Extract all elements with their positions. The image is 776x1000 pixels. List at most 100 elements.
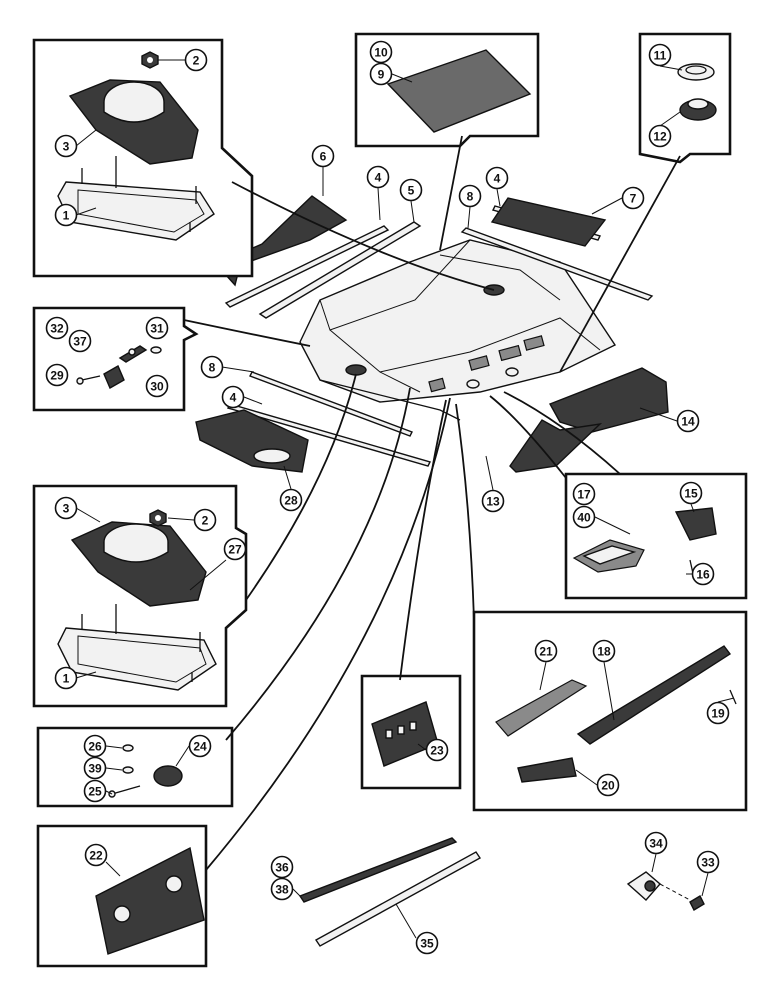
callout-number: 8 — [209, 361, 216, 375]
callout-28: 28 — [279, 488, 303, 512]
callout-number: 20 — [601, 779, 615, 793]
callout-number: 23 — [430, 744, 444, 758]
callout-38: 38 — [270, 877, 294, 901]
socket-15 — [674, 507, 717, 541]
insulation-28 — [195, 409, 309, 473]
callout-number: 8 — [467, 190, 474, 204]
insulation-14 — [509, 367, 669, 473]
speaker-grille-1-lower — [57, 627, 217, 691]
callout-8: 8 — [200, 355, 224, 379]
callout-number: 24 — [193, 740, 207, 754]
callout-number: 34 — [649, 837, 663, 851]
callout-number: 38 — [275, 883, 289, 897]
callout-number: 19 — [711, 707, 725, 721]
strip-4-upper-left — [224, 225, 390, 308]
strip-8-upper — [460, 227, 654, 301]
strip-5 — [258, 221, 422, 319]
callout-number: 25 — [88, 785, 102, 799]
cap-24 — [153, 765, 183, 787]
upper-trim-strips — [214, 195, 654, 319]
callout-6: 6 — [311, 144, 335, 168]
callout-3: 3 — [54, 496, 78, 520]
callout-25: 25 — [83, 779, 107, 803]
callout-number: 27 — [228, 543, 242, 557]
plate-22 — [95, 846, 205, 955]
bezel-18 — [576, 645, 732, 745]
callout-32: 32 — [45, 316, 69, 340]
trim-21 — [495, 679, 588, 737]
callout-number: 12 — [653, 130, 667, 144]
callout-26: 26 — [83, 734, 107, 758]
callout-number: 22 — [89, 849, 103, 863]
callout-number: 11 — [654, 49, 667, 63]
screw-33 — [689, 895, 705, 911]
callout-number: 3 — [63, 140, 70, 154]
callout-number: 2 — [202, 514, 209, 528]
callout-number: 16 — [696, 568, 710, 582]
panel-insulation-pad — [354, 32, 540, 148]
panel-switch — [360, 674, 462, 790]
callout-4: 4 — [221, 385, 245, 409]
callout-21: 21 — [534, 639, 558, 663]
callout-ticks — [75, 59, 735, 939]
callout-29: 29 — [45, 363, 69, 387]
callout-40: 40 — [572, 505, 596, 529]
callout-16: 16 — [691, 562, 715, 586]
callout-number: 4 — [494, 172, 501, 186]
panel-plate — [36, 824, 208, 968]
lens-20 — [517, 757, 577, 783]
callout-number: 2 — [193, 54, 200, 68]
callout-20: 20 — [596, 773, 620, 797]
callout-number: 6 — [320, 150, 327, 164]
callout-9: 9 — [369, 62, 393, 86]
callout-22: 22 — [84, 843, 108, 867]
speaker-opening-left — [345, 364, 367, 376]
callout-14: 14 — [676, 409, 700, 433]
panel-speaker-lower — [32, 484, 248, 708]
callout-33: 33 — [696, 850, 720, 874]
seal-strips — [298, 837, 482, 947]
callout-7: 7 — [621, 186, 645, 210]
callout-11: 11 — [648, 43, 672, 67]
callout-2: 2 — [184, 48, 208, 72]
callout-4: 4 — [485, 166, 509, 190]
callout-8: 8 — [458, 184, 482, 208]
callout-39: 39 — [83, 756, 107, 780]
callout-number: 1 — [63, 209, 70, 223]
callout-37: 37 — [68, 329, 92, 353]
callout-number: 37 — [73, 335, 87, 349]
callout-10: 10 — [369, 40, 393, 64]
seal-36 — [298, 837, 458, 903]
callout-number: 36 — [275, 861, 289, 875]
callout-number: 30 — [150, 380, 164, 394]
callout-23: 23 — [425, 738, 449, 762]
roof-headliner-assembly — [299, 239, 617, 421]
callout-number: 4 — [375, 171, 382, 185]
panel-speaker-upper — [32, 38, 254, 278]
callout-18: 18 — [592, 639, 616, 663]
callout-number: 40 — [577, 511, 591, 525]
hinge-hardware — [626, 871, 705, 911]
callout-number: 17 — [577, 488, 591, 502]
callout-number: 14 — [681, 415, 695, 429]
callout-1: 1 — [54, 203, 78, 227]
callout-number: 39 — [88, 762, 102, 776]
callout-number: 32 — [50, 322, 64, 336]
callout-number: 3 — [63, 502, 70, 516]
speaker-grille-1-upper — [57, 181, 215, 241]
callout-number: 15 — [684, 487, 698, 501]
leader-lines — [183, 135, 681, 871]
callout-number: 21 — [539, 645, 553, 659]
callout-number: 31 — [150, 322, 164, 336]
callout-number: 26 — [88, 740, 102, 754]
callout-36: 36 — [270, 855, 294, 879]
callout-13: 13 — [481, 489, 505, 513]
callout-number: 18 — [597, 645, 611, 659]
callout-1: 1 — [54, 666, 78, 690]
callout-2: 2 — [193, 508, 217, 532]
pad-9 — [386, 49, 532, 133]
callout-number: 35 — [420, 937, 434, 951]
roof-panel — [299, 239, 617, 403]
callout-4: 4 — [366, 165, 390, 189]
